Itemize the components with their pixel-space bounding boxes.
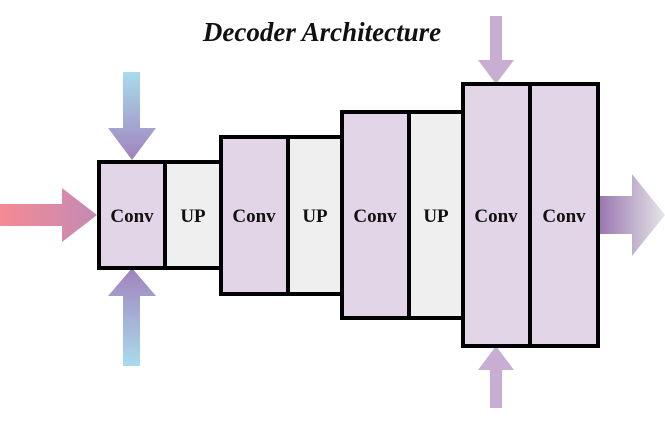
block-2: Conv — [219, 135, 290, 296]
block-7: Conv — [528, 82, 600, 348]
block-3: UP — [286, 135, 344, 296]
block-1: UP — [163, 160, 223, 270]
block-2-label: Conv — [232, 206, 276, 227]
diagram-title: Decoder Architecture — [202, 17, 441, 47]
block-0-label: Conv — [110, 206, 154, 227]
block-2-box — [219, 135, 290, 296]
block-0: Conv — [97, 160, 167, 270]
block-1-box — [163, 160, 223, 270]
block-1-label: UP — [180, 206, 206, 227]
block-5: UP — [407, 110, 465, 320]
block-6: Conv — [461, 82, 532, 348]
block-3-label: UP — [302, 206, 328, 227]
block-7-box — [528, 82, 600, 348]
skip-arrow-top-icon — [108, 72, 156, 160]
block-0-box — [97, 160, 167, 270]
skip-arrow-bottom-icon — [108, 268, 156, 366]
block-4-box — [340, 110, 411, 320]
bottom-arrow-last-stage-icon — [478, 346, 514, 408]
block-4: Conv — [340, 110, 411, 320]
top-arrow-last-stage-icon — [478, 16, 514, 84]
input-arrow-icon — [0, 188, 97, 242]
output-arrow-icon — [600, 174, 665, 256]
block-7-label: Conv — [542, 206, 586, 227]
block-5-label: UP — [423, 206, 449, 227]
block-4-label: Conv — [353, 206, 397, 227]
block-6-label: Conv — [474, 206, 518, 227]
block-6-box — [461, 82, 532, 348]
